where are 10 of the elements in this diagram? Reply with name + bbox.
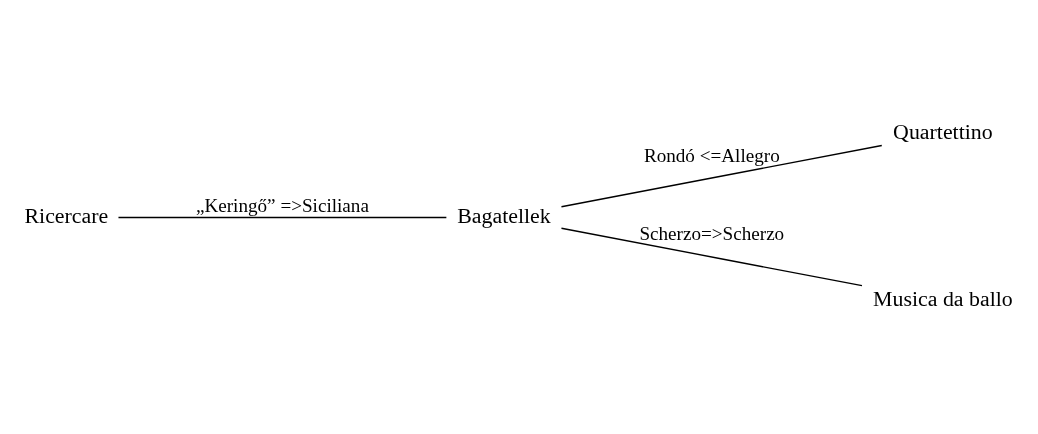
connector bbox=[560, 227, 863, 286]
edge-label: Rondó <=Allegro bbox=[643, 144, 780, 166]
node-text: Bagatellek bbox=[457, 203, 551, 228]
connector bbox=[117, 216, 448, 218]
connector bbox=[560, 144, 883, 207]
edge-label: Scherzo=>Scherzo bbox=[639, 222, 785, 244]
node-text: Ricercare bbox=[24, 203, 109, 228]
node-text: Musica da ballo bbox=[873, 286, 1013, 311]
node-text: Quartettino bbox=[893, 119, 993, 144]
edge-label: „Keringő” =>Siciliana bbox=[195, 194, 369, 216]
